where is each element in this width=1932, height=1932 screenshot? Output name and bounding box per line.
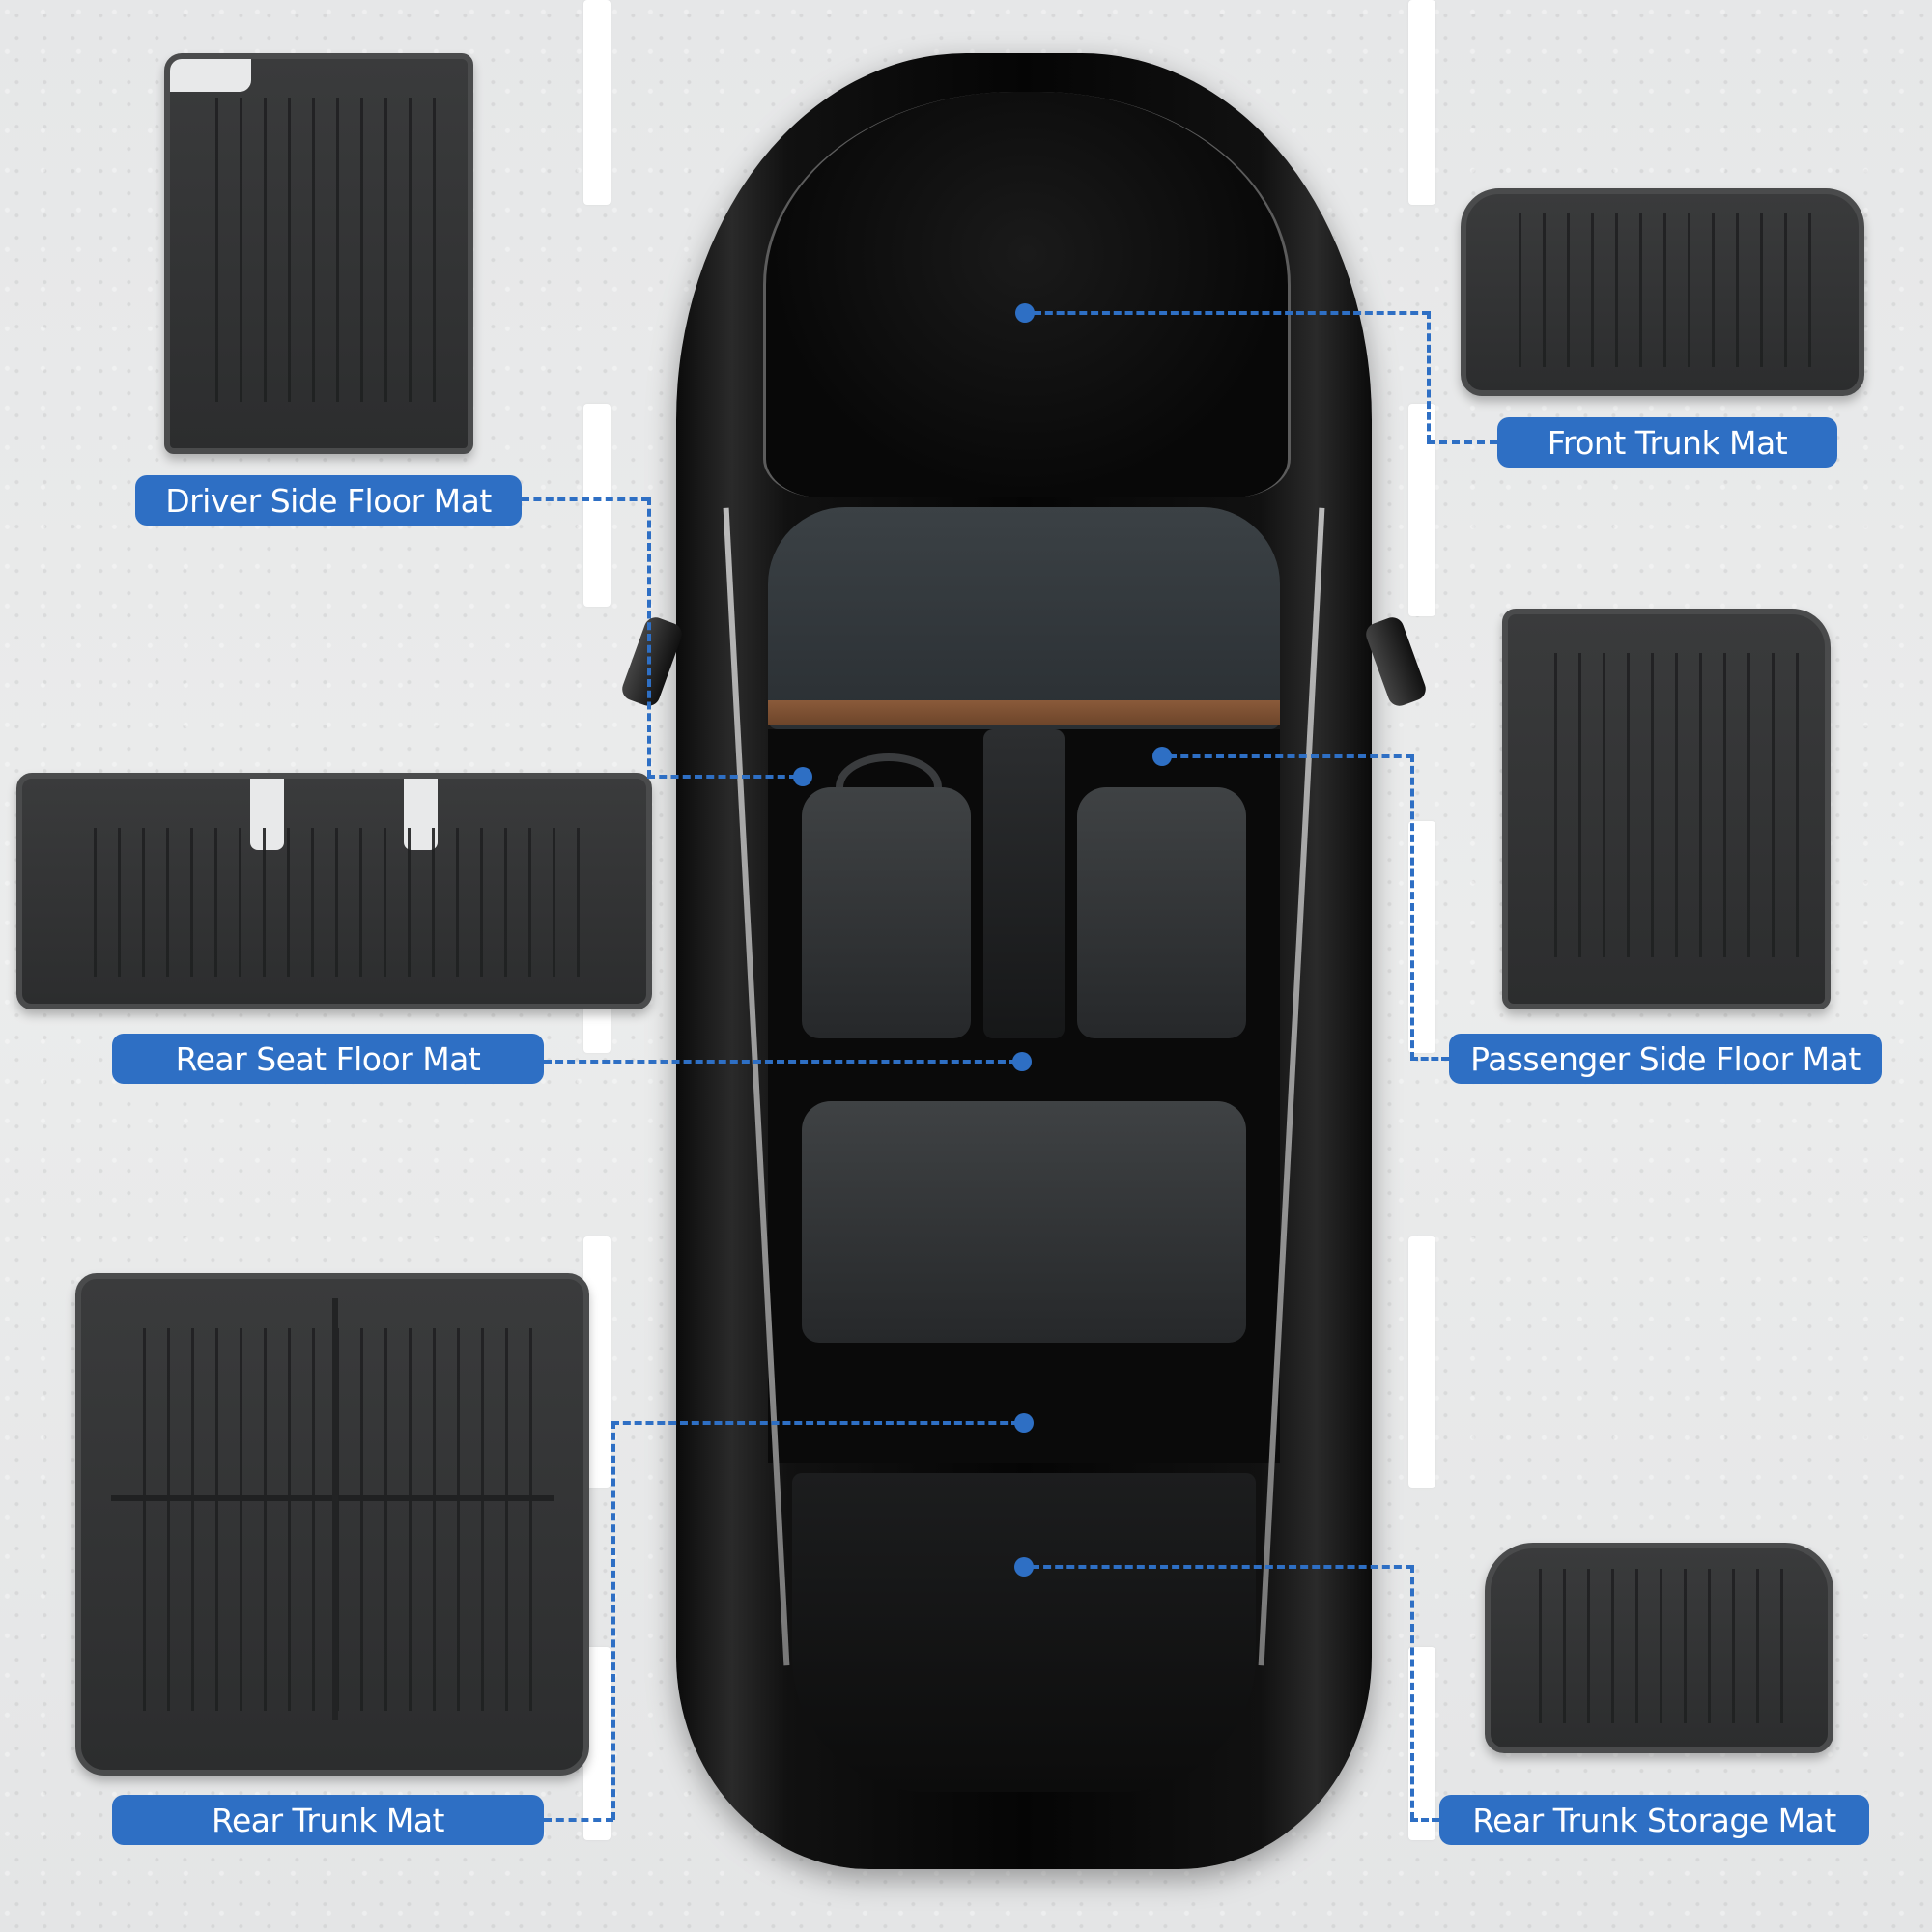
lane-line [1408, 1236, 1435, 1488]
car-dashboard-trim [768, 700, 1280, 725]
rear-trunk-leader-line [611, 1421, 1019, 1425]
passenger-side-floor-mat-label: Passenger Side Floor Mat [1449, 1034, 1882, 1084]
driver-side-floor-mat-label: Driver Side Floor Mat [135, 475, 522, 526]
rear-trunk-storage-leader-line [1410, 1818, 1439, 1822]
car-top-view [676, 53, 1372, 1869]
mat-ridges [71, 828, 597, 978]
rear-trunk-storage-mat-image [1485, 1543, 1833, 1753]
mat-ridges [1517, 1568, 1802, 1724]
rear-seat-floor-mat-label: Rear Seat Floor Mat [112, 1034, 544, 1084]
rear-trunk-storage-marker-dot [1014, 1557, 1034, 1577]
front-trunk-mat-label: Front Trunk Mat [1497, 417, 1837, 468]
driver-leader-line [522, 497, 649, 501]
rear-seat-marker-dot [1012, 1052, 1032, 1071]
rear-trunk-storage-leader-line [1410, 1565, 1414, 1820]
front-trunk-mat-image [1461, 188, 1864, 396]
lane-line [583, 404, 611, 607]
mat-ridges [1497, 213, 1828, 367]
driver-marker-dot [793, 767, 812, 786]
mat-seam [332, 1298, 338, 1721]
passenger-leader-line [1410, 754, 1414, 1060]
passenger-side-floor-mat-image [1502, 609, 1831, 1009]
mat-notch [170, 59, 251, 92]
rear-trunk-mat-label: Rear Trunk Mat [112, 1795, 544, 1845]
rear-seat-floor-mat-image [16, 773, 652, 1009]
rear-seat-leader-line [544, 1060, 1017, 1064]
front-trunk-leader-line [1034, 311, 1430, 315]
lane-line [1408, 404, 1435, 616]
lane-line [583, 0, 611, 205]
front-trunk-marker-dot [1015, 303, 1035, 323]
lane-line [1408, 0, 1435, 205]
passenger-marker-dot [1152, 747, 1172, 766]
center-console [983, 729, 1065, 1038]
driver-leader-line [647, 497, 651, 778]
driver-leader-line [647, 775, 797, 779]
rear-trunk-leader-line [611, 1421, 615, 1820]
car-windshield [768, 507, 1280, 729]
rear-trunk-mat-image [75, 1273, 589, 1776]
rear-bench-seat [802, 1101, 1246, 1343]
rear-trunk-leader-line [544, 1818, 613, 1822]
passenger-leader-line [1410, 1057, 1449, 1061]
front-right-seat [1077, 787, 1246, 1038]
car-hood [763, 92, 1291, 497]
driver-side-floor-mat-image [164, 53, 473, 454]
front-left-seat [802, 787, 971, 1038]
rear-trunk-storage-mat-label: Rear Trunk Storage Mat [1439, 1795, 1869, 1845]
mat-ridges [193, 98, 444, 402]
front-trunk-leader-line [1427, 311, 1431, 442]
mat-ridges [1533, 653, 1800, 957]
passenger-leader-line [1169, 754, 1413, 758]
rear-trunk-marker-dot [1014, 1413, 1034, 1433]
rear-trunk-storage-leader-line [1032, 1565, 1413, 1569]
car-rear-glass [792, 1473, 1256, 1792]
front-trunk-leader-line [1427, 440, 1497, 444]
